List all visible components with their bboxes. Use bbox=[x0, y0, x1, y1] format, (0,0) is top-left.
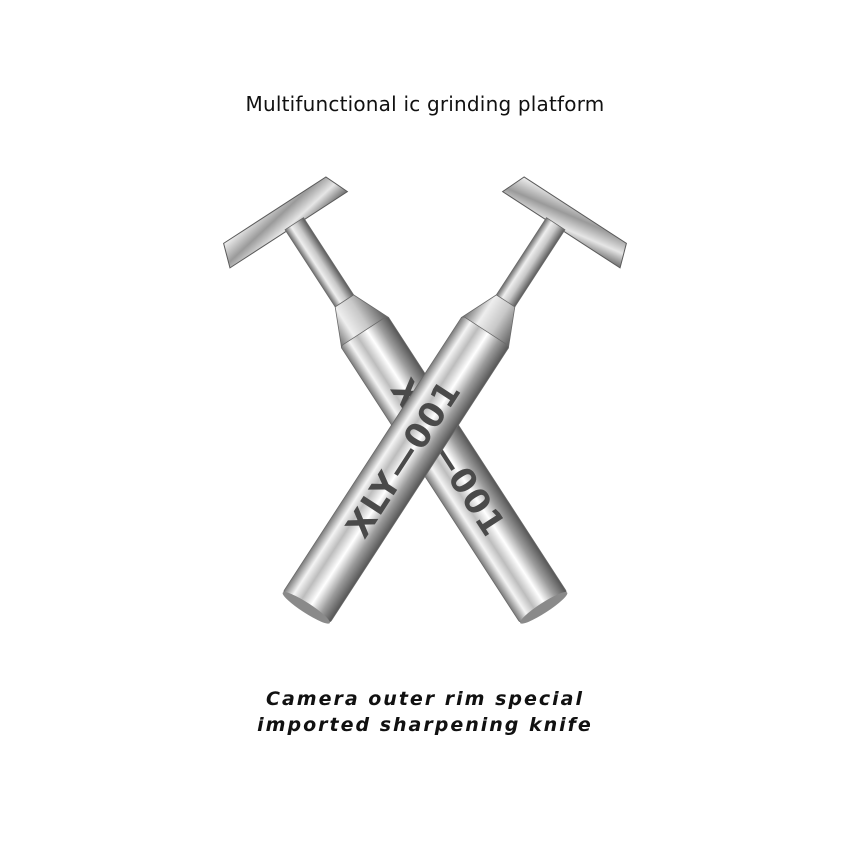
knife-back-neck bbox=[284, 217, 356, 310]
knife-front-blade bbox=[501, 176, 627, 269]
caption-line-2: imported sharpening knife bbox=[257, 714, 593, 736]
caption-line-1: Camera outer rim special bbox=[266, 688, 584, 710]
knife-front-end bbox=[282, 592, 330, 624]
knife-back-blade bbox=[223, 176, 349, 269]
knife-back-end bbox=[520, 592, 568, 624]
knife-front-neck bbox=[494, 217, 566, 310]
page-title: Multifunctional ic grinding platform bbox=[245, 92, 605, 116]
